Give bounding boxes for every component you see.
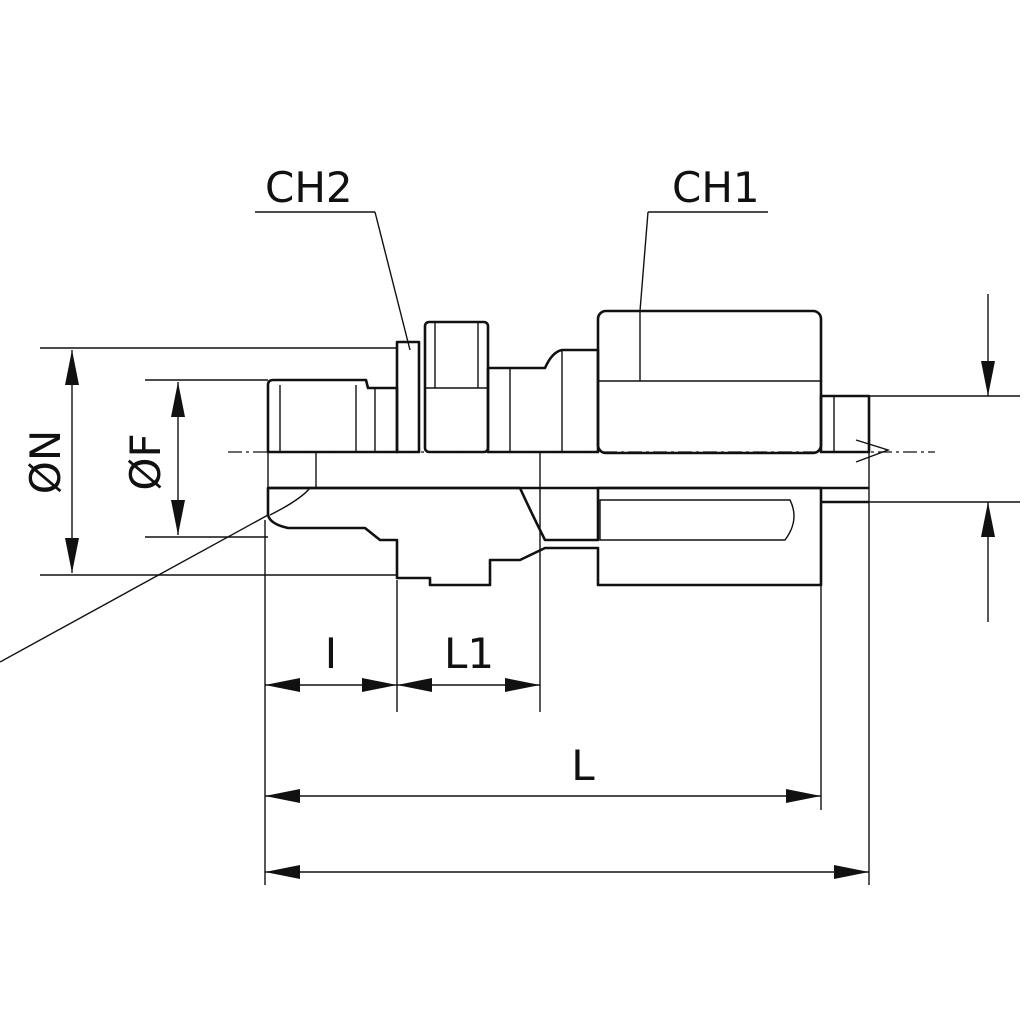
diameter-n-label: ØN bbox=[21, 430, 70, 494]
ch2-label: CH2 bbox=[265, 163, 353, 212]
fitting-body bbox=[266, 309, 871, 505]
diameter-n-dimension: ØN bbox=[21, 347, 397, 576]
dimension-l: L bbox=[265, 741, 821, 803]
section-half bbox=[266, 452, 870, 587]
ch2-callout: CH2 bbox=[255, 163, 411, 351]
ch1-callout: CH1 bbox=[639, 163, 768, 312]
diameter-f-label: ØF bbox=[121, 433, 170, 490]
dimension-overall bbox=[265, 865, 869, 879]
ch2-hex-collar bbox=[395, 340, 421, 454]
section-nut-bore bbox=[599, 499, 795, 541]
dim-l1-label: L1 bbox=[444, 629, 494, 678]
dim-i-label: I bbox=[325, 629, 337, 678]
dimension-l1: L1 bbox=[397, 629, 540, 692]
section-body bbox=[266, 486, 823, 587]
diameter-f-dimension: ØF bbox=[121, 379, 268, 538]
ch1-union-nut bbox=[596, 309, 823, 455]
dim-l-label: L bbox=[571, 741, 595, 790]
tube-dimension bbox=[869, 294, 1020, 622]
thread-leader bbox=[0, 514, 269, 663]
thread-stud-outline bbox=[266, 378, 399, 454]
ch1-label: CH1 bbox=[672, 163, 760, 212]
dimension-i: I bbox=[265, 629, 397, 692]
extension-lines bbox=[264, 502, 870, 885]
tube bbox=[819, 394, 871, 454]
